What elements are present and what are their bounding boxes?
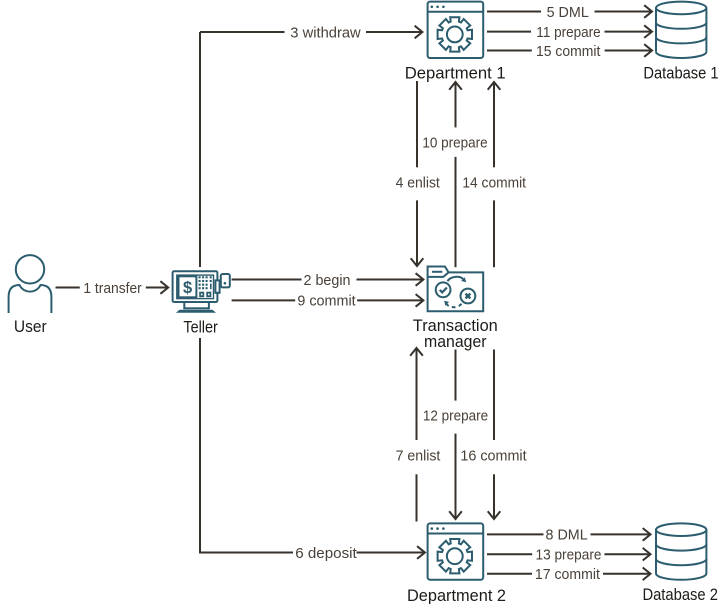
svg-text:12 prepare: 12 prepare: [423, 408, 488, 425]
svg-text:Department 1: Department 1: [405, 64, 506, 83]
svg-text:11 prepare: 11 prepare: [536, 24, 600, 41]
svg-text:1 transfer: 1 transfer: [83, 280, 141, 297]
svg-text:Transaction: Transaction: [413, 316, 498, 335]
svg-text:6 deposit: 6 deposit: [295, 545, 357, 562]
svg-text:4 enlist: 4 enlist: [396, 174, 441, 191]
svg-text:8 DML: 8 DML: [546, 527, 588, 544]
svg-text:$: $: [183, 279, 192, 297]
svg-text:2 begin: 2 begin: [304, 272, 351, 289]
svg-text:13 prepare: 13 prepare: [536, 547, 602, 564]
svg-text:7 enlist: 7 enlist: [396, 447, 441, 464]
svg-text:14 commit: 14 commit: [462, 174, 526, 191]
svg-text:Database 1: Database 1: [643, 64, 718, 83]
svg-text:manager: manager: [424, 332, 487, 351]
svg-text:9 commit: 9 commit: [297, 293, 356, 310]
svg-text:16 commit: 16 commit: [460, 447, 527, 464]
svg-text:10 prepare: 10 prepare: [422, 134, 487, 151]
svg-text:User: User: [14, 317, 47, 336]
svg-text:5 DML: 5 DML: [547, 4, 589, 21]
svg-text:Department 2: Department 2: [407, 586, 506, 604]
svg-text:Database 2: Database 2: [642, 585, 718, 604]
svg-text:17 commit: 17 commit: [535, 566, 601, 583]
svg-text:3 withdraw: 3 withdraw: [290, 24, 361, 41]
svg-text:Teller: Teller: [183, 318, 218, 337]
svg-text:15 commit: 15 commit: [536, 43, 601, 60]
